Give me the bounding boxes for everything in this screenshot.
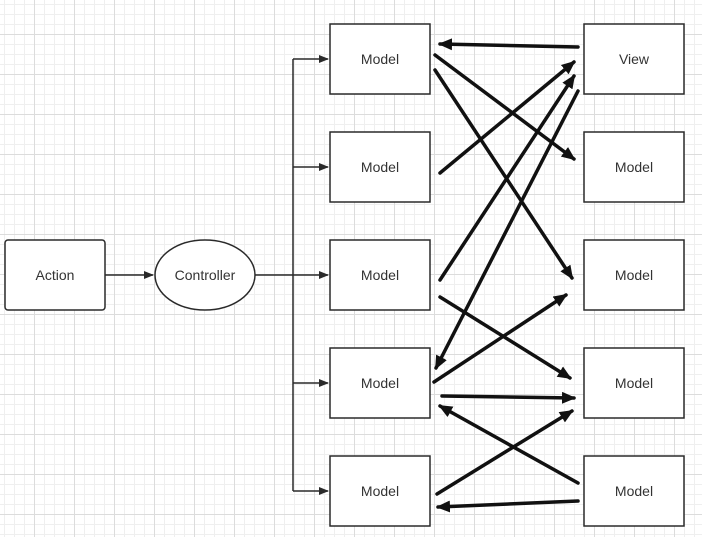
right-model-5-to-model-4-arrow — [438, 404, 580, 485]
model-label: Model — [361, 375, 399, 391]
model-1-to-right-model-3-arrow — [433, 68, 574, 280]
view-to-model-4-arrow — [434, 89, 580, 370]
model-node-4[interactable]: Model — [329, 347, 431, 419]
model-label: Model — [615, 267, 653, 283]
model-3-to-right-model-4-arrow — [438, 295, 572, 380]
model-label: Model — [615, 159, 653, 175]
model-label: Model — [361, 483, 399, 499]
right-model-node-2[interactable]: Model — [583, 131, 685, 203]
model-4-to-right-model-3-arrow — [432, 293, 568, 384]
model-label: Model — [361, 51, 399, 67]
model-3-to-view-arrow — [438, 74, 576, 282]
model-label: Model — [361, 159, 399, 175]
model-2-to-view-arrow — [438, 60, 576, 175]
model-label: Model — [615, 375, 653, 391]
model-node-2[interactable]: Model — [329, 131, 431, 203]
view-to-model-1-arrow — [438, 38, 580, 51]
controller-label: Controller — [175, 267, 236, 283]
model-node-1[interactable]: Model — [329, 23, 431, 95]
right-model-node-5[interactable]: Model — [583, 455, 685, 527]
model-5-to-right-model-4-arrow — [435, 409, 574, 496]
model-label: Model — [615, 483, 653, 499]
right-model-node-4[interactable]: Model — [583, 347, 685, 419]
view-node[interactable]: View — [583, 23, 685, 95]
action-node[interactable]: Action — [4, 239, 106, 311]
action-label: Action — [36, 267, 75, 283]
model-node-3[interactable]: Model — [329, 239, 431, 311]
model-4-to-right-model-4-arrow — [440, 391, 576, 404]
controller-connectors — [255, 55, 329, 495]
model-label: Model — [361, 267, 399, 283]
interaction-arrows — [432, 38, 580, 513]
right-model-node-3[interactable]: Model — [583, 239, 685, 311]
controller-node[interactable]: Controller — [154, 239, 256, 311]
right-model-5-to-model-5-arrow — [436, 499, 580, 513]
model-node-5[interactable]: Model — [329, 455, 431, 527]
view-label: View — [619, 51, 650, 67]
